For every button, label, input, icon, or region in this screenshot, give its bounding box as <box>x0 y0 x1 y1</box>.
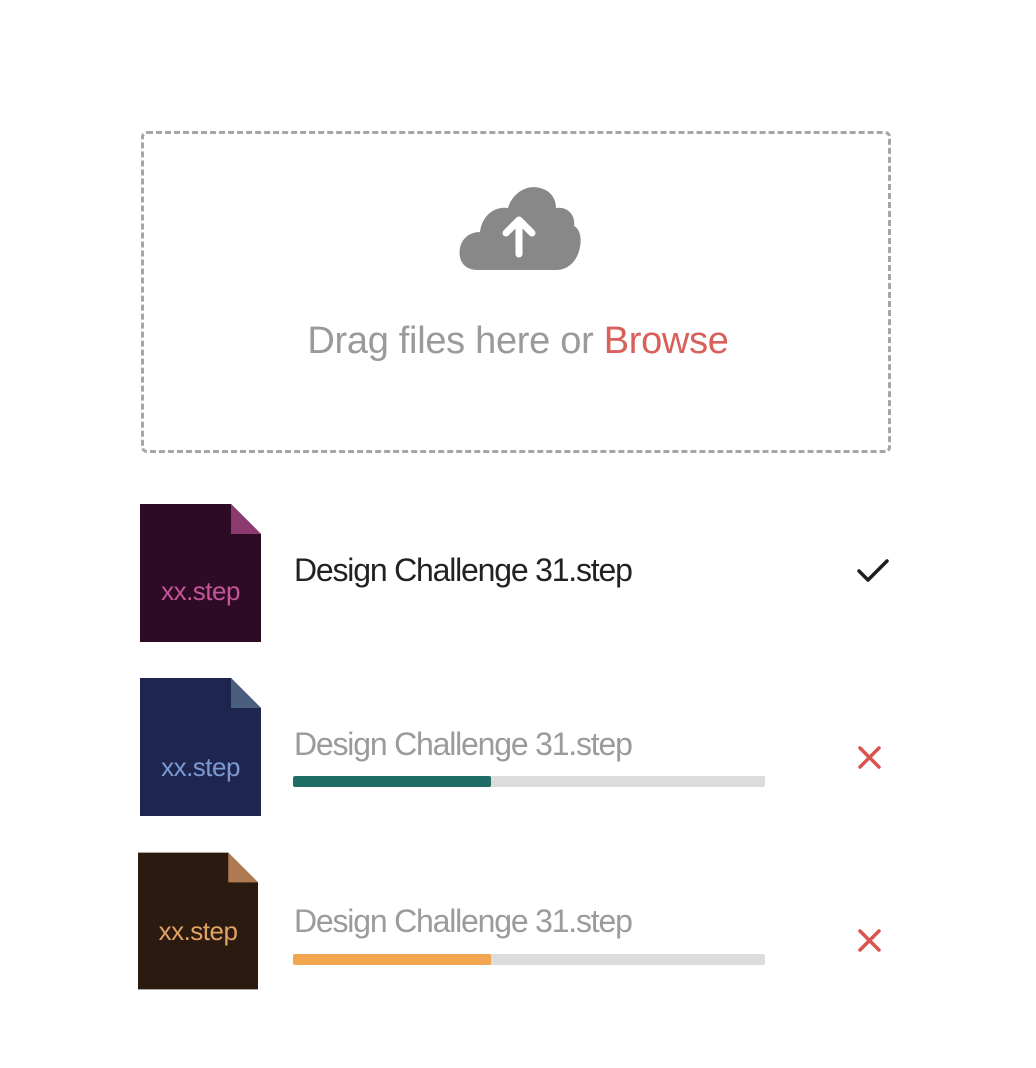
upload-progress-bar <box>293 954 765 965</box>
dropzone-prompt-text: Drag files here or <box>307 320 604 362</box>
check-icon <box>857 559 889 582</box>
dropzone-prompt: Drag files here or Browse <box>0 320 1036 363</box>
cloud-upload-icon <box>459 187 581 270</box>
file-dropzone[interactable] <box>141 131 891 453</box>
browse-link[interactable]: Browse <box>603 320 729 362</box>
file-name: Design Challenge 31.step <box>294 552 633 588</box>
file-name: Design Challenge 31.step <box>294 726 633 762</box>
file-type-icon: xx.step <box>140 678 261 816</box>
upload-progress-bar <box>293 776 765 787</box>
file-name: Design Challenge 31.step <box>294 903 633 939</box>
upload-progress-fill <box>293 954 492 965</box>
close-icon[interactable] <box>857 928 882 953</box>
file-extension-label: xx.step <box>158 916 238 946</box>
file-extension-label: xx.step <box>161 576 240 606</box>
file-extension-label: xx.step <box>161 752 240 782</box>
upload-progress-fill <box>293 776 492 787</box>
close-icon[interactable] <box>857 745 882 770</box>
file-type-icon: xx.step <box>140 504 261 642</box>
file-type-icon: xx.step <box>138 852 258 990</box>
